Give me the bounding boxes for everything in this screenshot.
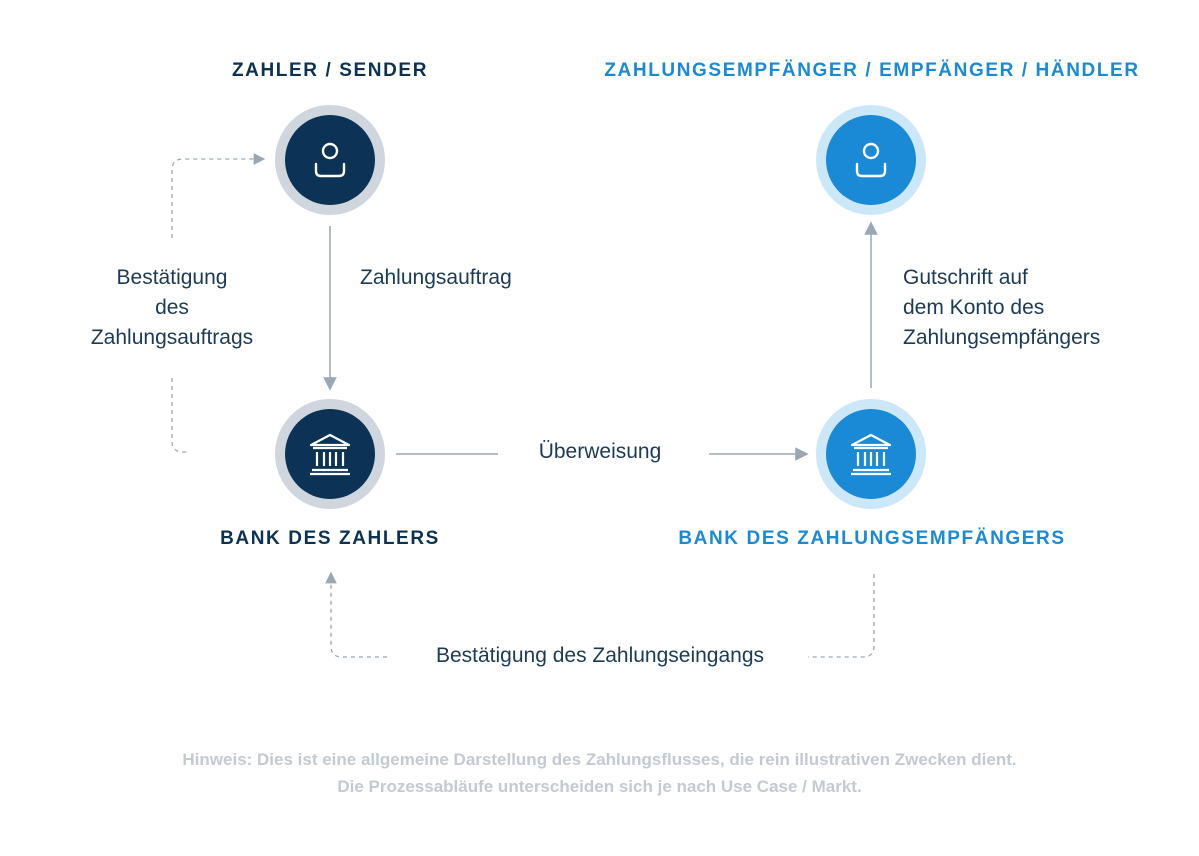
order-confirmation-line-2: des <box>155 296 189 319</box>
credit-line-2: dem Konto des <box>903 296 1045 319</box>
payee-heading: ZAHLUNGSEMPFÄNGER / EMPFÄNGER / HÄNDLER <box>604 60 1140 81</box>
order-confirmation-label: Bestätigung des Zahlungsauftrags <box>62 263 282 353</box>
user-icon <box>855 142 887 178</box>
payer-node <box>275 105 385 215</box>
user-icon <box>314 142 346 178</box>
payee-bank-node <box>816 399 926 509</box>
payee-node <box>816 105 926 215</box>
payee-bank-heading: BANK DES ZAHLUNGSEMPFÄNGERS <box>678 528 1066 549</box>
receipt-confirmation-label: Bestätigung des Zahlungseingangs <box>435 644 765 667</box>
bank-icon <box>850 433 892 476</box>
payer-bank-node <box>275 399 385 509</box>
disclaimer-note: Hinweis: Dies ist eine allgemeine Darste… <box>0 746 1199 800</box>
payment-order-label: Zahlungsauftrag <box>360 266 512 289</box>
receipt-confirmation-line-right <box>808 574 875 658</box>
disclaimer-line-1: Hinweis: Dies ist eine allgemeine Darste… <box>182 750 1017 769</box>
credit-line-1: Gutschrift auf <box>903 266 1028 289</box>
bank-icon <box>309 433 351 476</box>
order-confirmation-line-1: Bestätigung <box>116 266 228 289</box>
order-confirmation-line-3: Zahlungsauftrags <box>90 326 254 349</box>
payer-heading: ZAHLER / SENDER <box>231 60 429 81</box>
order-confirmation-line-bottom <box>171 378 190 453</box>
receipt-confirmation-arrow-left <box>325 571 387 658</box>
disclaimer-line-2: Die Prozessabläufe unterscheiden sich je… <box>337 777 862 796</box>
order-confirmation-arrow-top <box>171 153 266 238</box>
transfer-label: Überweisung <box>538 440 662 463</box>
credit-label: Gutschrift auf dem Konto des Zahlungsemp… <box>903 263 1100 353</box>
credit-line-3: Zahlungsempfängers <box>903 326 1101 349</box>
payer-bank-heading: BANK DES ZAHLERS <box>220 528 440 549</box>
